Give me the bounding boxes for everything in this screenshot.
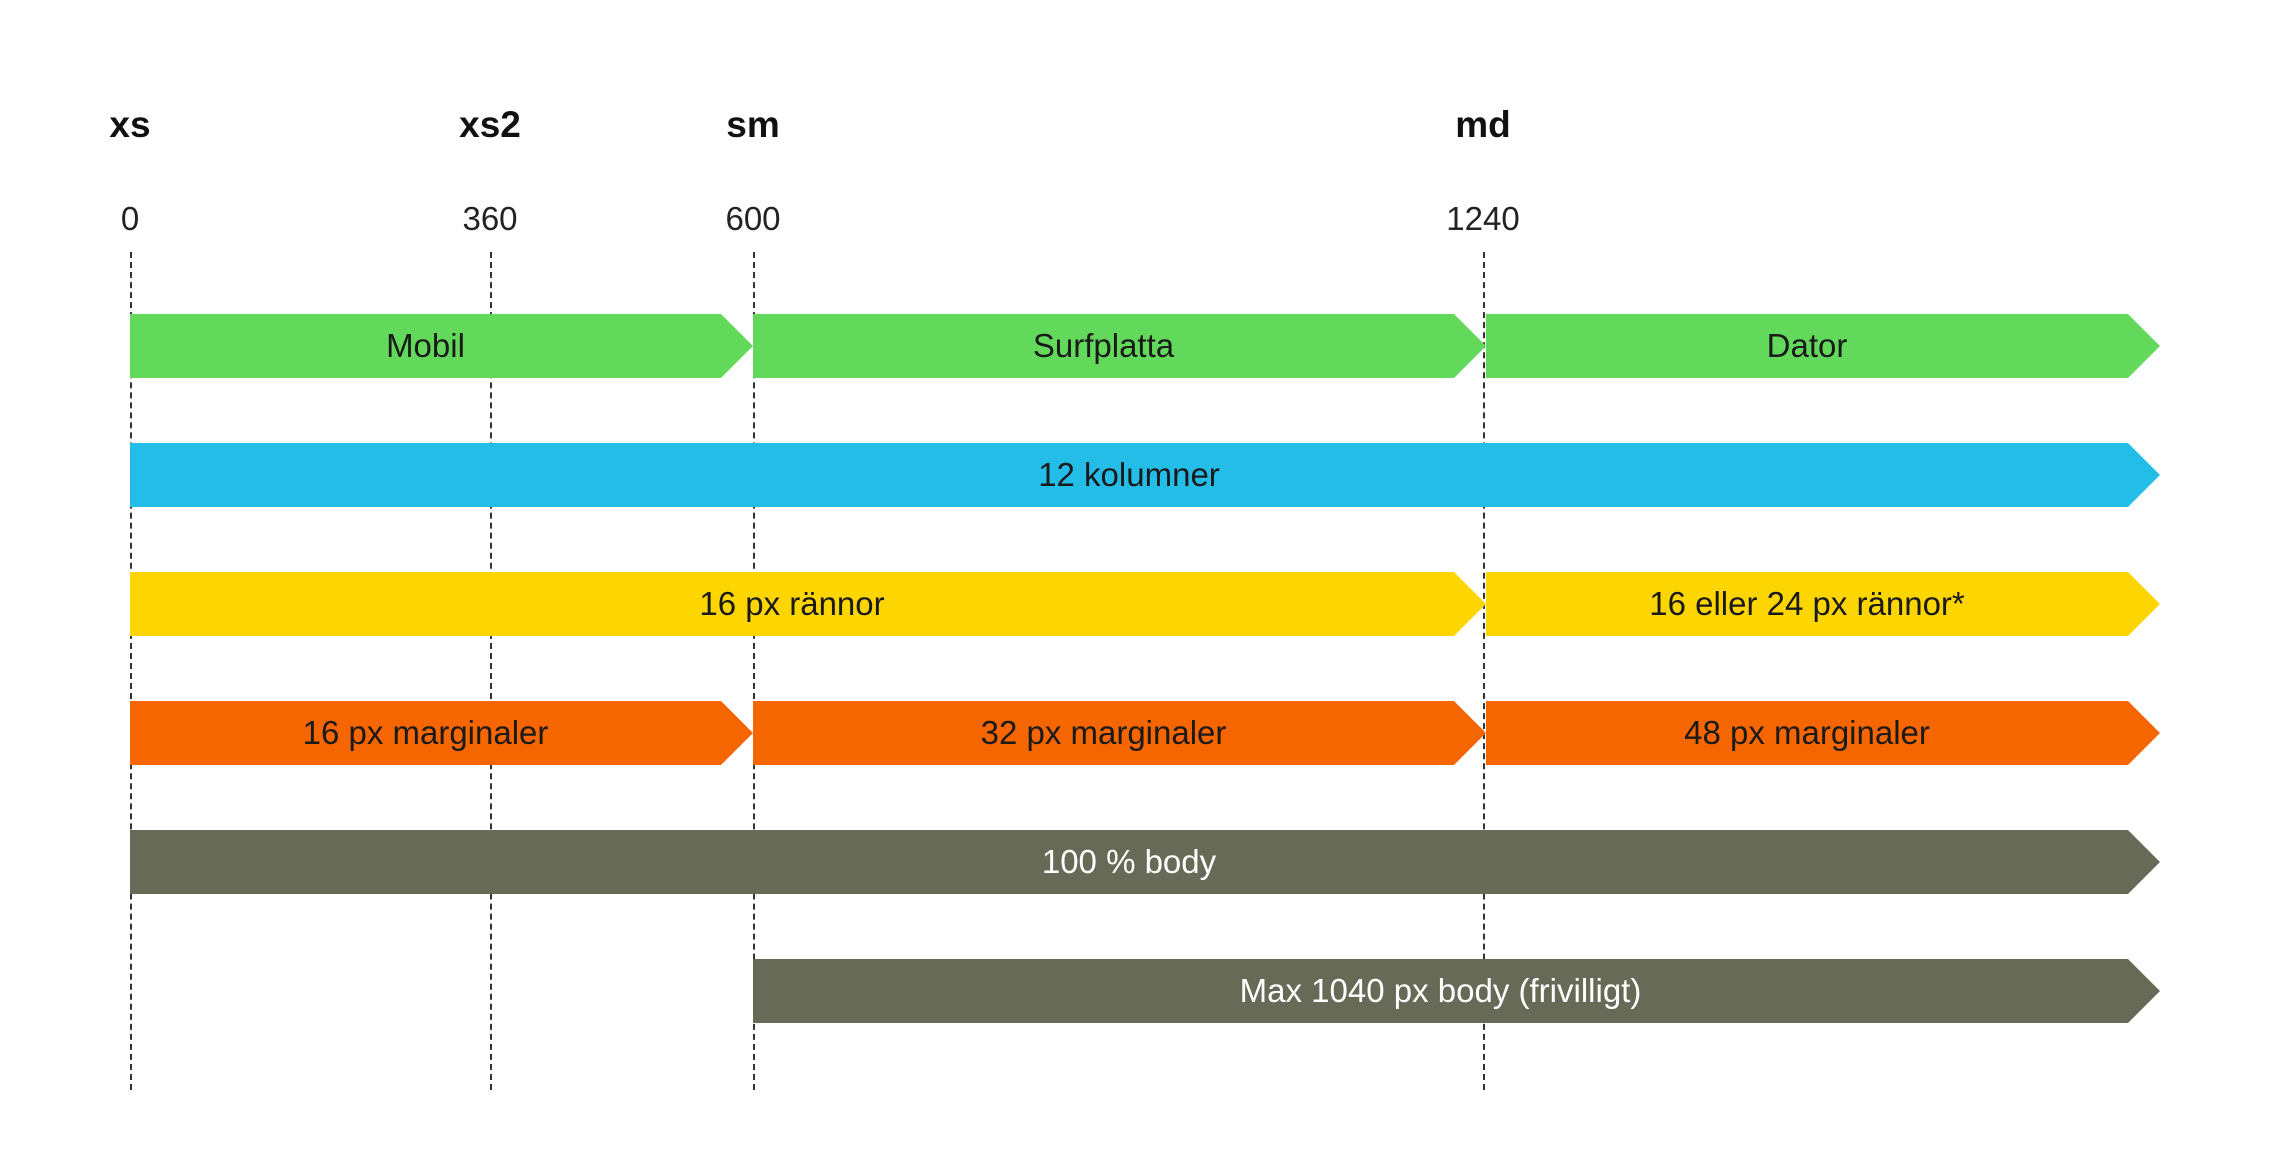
guide-line-sm	[753, 252, 755, 1090]
device-bar-desktop: Dator	[1486, 314, 2160, 378]
margins-label-medium: 32 px marginaler	[980, 714, 1227, 751]
breakpoint-value-sm: 600	[725, 200, 781, 237]
guide-line-xs2	[490, 252, 492, 1090]
columns-label: 12 kolumner	[1038, 456, 1220, 493]
gutters-label-large: 16 eller 24 px rännor*	[1649, 585, 1965, 622]
breakpoint-value-md: 1240	[1446, 200, 1520, 237]
margins-bar-large: 48 px marginaler	[1486, 701, 2160, 765]
margins-bar-small: 16 px marginaler	[130, 701, 753, 765]
margins-label-large: 48 px marginaler	[1684, 714, 1930, 751]
body-label-max: Max 1040 px body (frivilligt)	[1239, 972, 1642, 1009]
body-bar-max: Max 1040 px body (frivilligt)	[753, 959, 2160, 1023]
breakpoint-value-xs2: 360	[462, 200, 518, 237]
device-label-desktop: Dator	[1766, 327, 1848, 364]
guide-line-md	[1483, 252, 1485, 1090]
guide-line-xs	[130, 252, 132, 1090]
device-label-tablet: Surfplatta	[1032, 327, 1175, 364]
columns-bar: 12 kolumner	[130, 443, 2160, 507]
breakpoint-value-xs: 0	[120, 200, 140, 237]
gutters-bar-large: 16 eller 24 px rännor*	[1486, 572, 2160, 636]
breakpoint-name-md: md	[1455, 104, 1511, 145]
breakpoint-name-xs: xs	[109, 104, 151, 145]
breakpoint-name-sm: sm	[726, 104, 780, 145]
breakpoint-name-xs2: xs2	[459, 104, 521, 145]
device-bar-mobile: Mobil	[130, 314, 753, 378]
margins-label-small: 16 px marginaler	[302, 714, 549, 751]
margins-bar-medium: 32 px marginaler	[753, 701, 1486, 765]
body-bar-full: 100 % body	[130, 830, 2160, 894]
device-label-mobile: Mobil	[386, 327, 465, 364]
body-label-full: 100 % body	[1041, 843, 1217, 880]
gutters-bar-small: 16 px rännor	[130, 572, 1486, 636]
device-bar-tablet: Surfplatta	[753, 314, 1486, 378]
gutters-label-small: 16 px rännor	[699, 585, 885, 622]
